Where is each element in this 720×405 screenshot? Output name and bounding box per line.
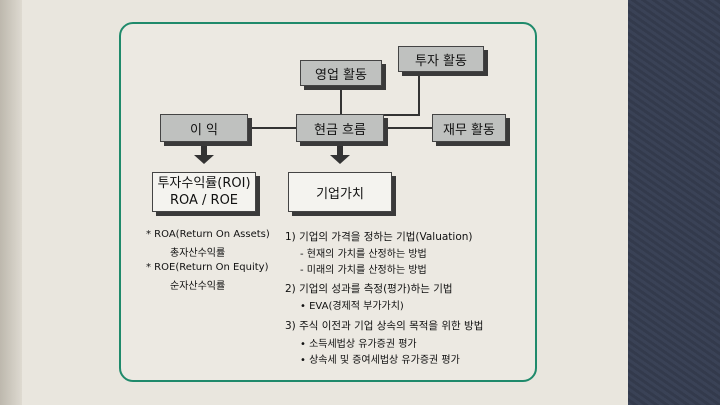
node-cashflow: 현금 흐름 [296,114,384,142]
node-roi-line2: ROA / ROE [169,193,239,208]
note-section-2-heading: 2) 기업의 성과를 측정(평가)하는 기법 [285,283,453,295]
connector-investing-down [418,70,420,116]
node-financing-activities: 재무 활동 [432,114,506,142]
background-fabric [628,0,720,405]
note-roe-korean: 순자산수익률 [170,281,226,292]
arrow-cashflow-value-head [330,155,350,164]
note-section-2-item-1: • EVA(경제적 부가가치) [300,301,404,312]
node-investing-activities: 투자 활동 [398,46,484,72]
connector-investing-cashflow [378,114,420,116]
note-section-3-heading: 3) 주식 이전과 기업 상속의 목적을 위한 방법 [285,320,484,332]
node-profit: 이 익 [160,114,248,142]
arrow-profit-roi-head [194,155,214,164]
note-roe-term: * ROE(Return On Equity) [146,262,269,273]
note-roa-korean: 총자산수익률 [170,248,226,259]
connector-cashflow-financing [384,127,432,129]
note-section-3-item-1: • 소득세법상 유가증권 평가 [300,339,417,350]
node-firm-value: 기업가치 [288,172,392,212]
arrow-cashflow-value-shaft [337,143,343,155]
connector-operating-cashflow [340,84,342,114]
connector-profit-cashflow [247,127,296,129]
node-roi: 투자수익률(ROI) ROA / ROE [152,172,256,212]
page-edge [0,0,22,405]
node-roi-line1: 투자수익률(ROI) [157,176,251,191]
note-section-3-item-2: • 상속세 및 증여세법상 유가증권 평가 [300,355,460,366]
note-section-1-heading: 1) 기업의 가격을 정하는 기법(Valuation) [285,231,473,243]
note-roa-term: * ROA(Return On Assets) [146,229,270,240]
node-operating-activities: 영업 활동 [300,60,382,86]
arrow-profit-roi-shaft [201,143,207,155]
note-section-1-item-1: - 현재의 가치를 산정하는 방법 [300,249,427,260]
note-section-1-item-2: - 미래의 가치를 산정하는 방법 [300,265,427,276]
